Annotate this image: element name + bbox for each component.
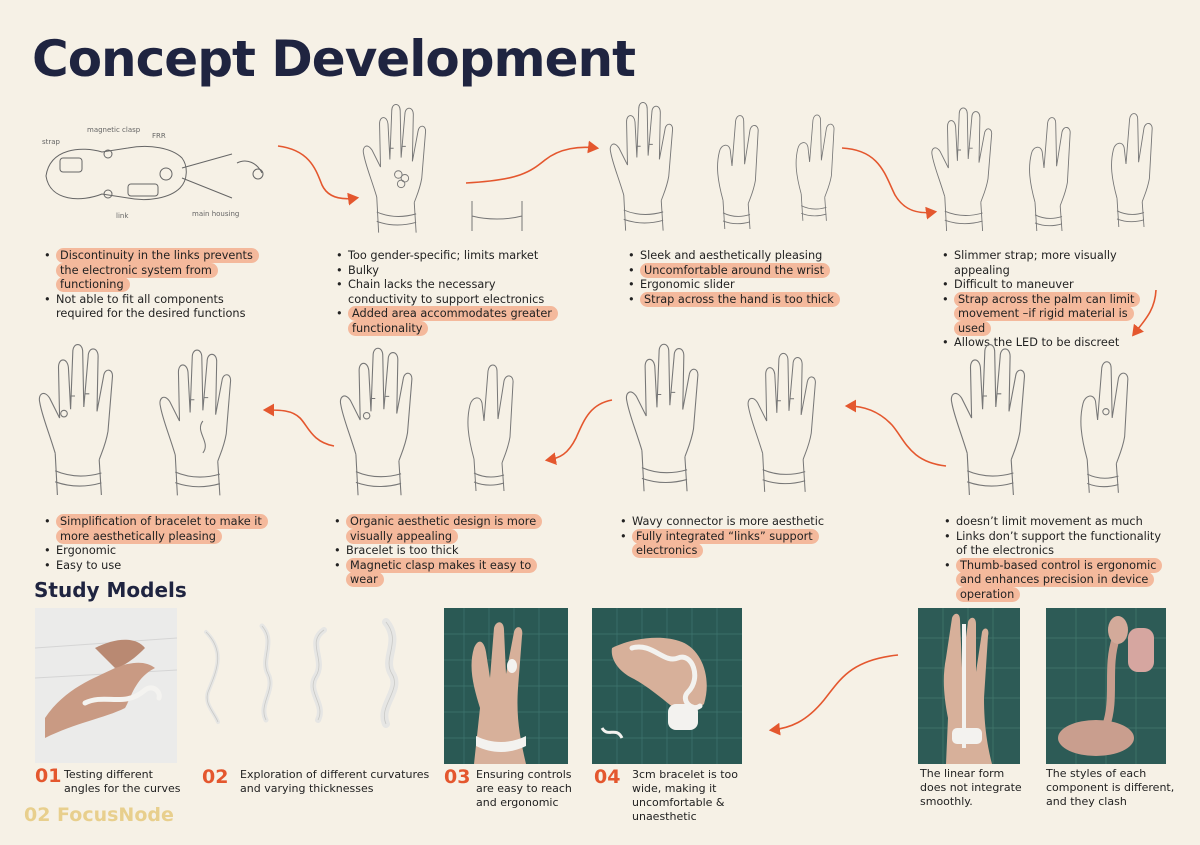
study-model-caption: The styles of each component is differen… xyxy=(1046,767,1175,808)
concept-5-notes: doesn’t limit movement as much Links don… xyxy=(942,515,1164,602)
concept-8-sketch-b xyxy=(150,336,260,506)
note-item: Strap across the hand is too thick xyxy=(626,291,846,308)
study-model-number: 04 xyxy=(594,766,621,788)
sketch-label: magnetic clasp xyxy=(87,126,141,134)
concept-7-notes: Organic aesthetic design is more visuall… xyxy=(332,514,558,588)
study-model-06-photo xyxy=(1046,608,1166,764)
note-item: Discontinuity in the links prevents the … xyxy=(42,248,264,293)
note-item: Bracelet is too thick xyxy=(332,544,558,559)
note-item: Difficult to maneuver xyxy=(940,278,1162,293)
concept-3-notes: Sleek and aesthetically pleasing Uncomfo… xyxy=(626,249,846,307)
note-item: Ergonomic xyxy=(42,544,264,559)
arrow-1-to-2 xyxy=(277,145,360,206)
arrow-5-to-6 xyxy=(844,399,947,467)
note-item: Slimmer strap; more visually appealing xyxy=(940,249,1162,278)
arrow-models xyxy=(768,654,899,736)
concept-2-notes: Too gender-specific; limits market Bulky… xyxy=(334,249,558,336)
footer-brand: 02 FocusNode xyxy=(24,804,174,826)
section-title: Study Models xyxy=(34,578,187,602)
study-model-caption: 3cm bracelet is too wide, making it unco… xyxy=(632,768,739,823)
arrow-3-to-4 xyxy=(841,147,938,220)
page-title: Concept Development xyxy=(32,30,636,88)
note-item: Organic aesthetic design is more visuall… xyxy=(332,514,558,544)
concept-1-notes: Discontinuity in the links prevents the … xyxy=(42,248,264,322)
sketch-label: FRR xyxy=(152,132,166,140)
concept-1-sketch: magnetic clasp strap FRR link main housi… xyxy=(32,118,282,230)
study-model-01-photo xyxy=(35,608,177,763)
study-model-caption: The linear form does not integrate smoot… xyxy=(920,767,1022,808)
study-model-caption: Testing different angles for the curves xyxy=(64,768,181,795)
note-item: Strap across the palm can limit movement… xyxy=(940,291,1162,337)
note-item: Too gender-specific; limits market xyxy=(334,249,554,264)
study-model-03-photo xyxy=(444,608,568,764)
arrow-7-to-8 xyxy=(262,403,335,447)
concept-7-sketch-a xyxy=(330,334,442,506)
concept-5-sketch-b xyxy=(1056,334,1160,506)
arrow-6-to-7 xyxy=(544,399,613,465)
study-model-number: 01 xyxy=(35,765,62,787)
study-model-05-photo xyxy=(918,608,1020,764)
note-item: Not able to fit all components required … xyxy=(42,293,264,322)
note-item: Fully integrated “links” support electro… xyxy=(618,528,868,559)
note-item: Added area accommodates greater function… xyxy=(334,306,558,336)
sketch-label: strap xyxy=(42,138,61,146)
note-item: Allows the LED to be discreet xyxy=(940,336,1162,351)
study-model-number: 02 xyxy=(202,766,229,788)
concept-8-notes: Simplification of bracelet to make it mo… xyxy=(42,514,268,574)
note-item: Thumb-based control is ergonomic and enh… xyxy=(942,557,1164,603)
concept-6-notes: Wavy connector is more aesthetic Fully i… xyxy=(618,515,868,559)
concept-2-sketch xyxy=(338,92,468,242)
note-item: Simplification of bracelet to make it mo… xyxy=(42,514,268,544)
concept-2-wrist-sketch xyxy=(471,201,523,231)
note-item: Links don’t support the functionality of… xyxy=(942,530,1164,559)
note-item: Sleek and aesthetically pleasing xyxy=(626,249,846,264)
sketch-label: link xyxy=(116,212,129,220)
note-item: Wavy connector is more aesthetic xyxy=(618,515,868,530)
study-model-caption: Ensuring controls are easy to reach and … xyxy=(476,768,572,809)
study-model-caption: Exploration of different curvatures and … xyxy=(240,768,430,795)
concept-8-sketch-a xyxy=(30,330,142,506)
note-item: Ergonomic slider xyxy=(626,278,846,293)
note-item: Chain lacks the necessary conductivity t… xyxy=(334,278,554,307)
arrow-2-to-3 xyxy=(465,140,600,184)
note-item: Easy to use xyxy=(42,559,264,574)
arrow-4-to-5 xyxy=(1132,289,1157,337)
note-item: Bulky xyxy=(334,264,554,279)
study-model-number: 03 xyxy=(444,766,471,788)
note-item: Uncomfortable around the wrist xyxy=(626,262,846,279)
concept-4-notes: Slimmer strap; more visually appealing D… xyxy=(940,249,1162,351)
note-item: doesn’t limit movement as much xyxy=(942,515,1164,530)
study-model-04-photo xyxy=(592,608,742,764)
study-model-02-photo xyxy=(196,612,420,732)
bracelet-chain-sketch: magnetic clasp strap FRR link main housi… xyxy=(42,126,264,220)
sketch-label: main housing xyxy=(192,210,239,218)
note-item: Magnetic clasp makes it easy to wear xyxy=(332,557,558,588)
